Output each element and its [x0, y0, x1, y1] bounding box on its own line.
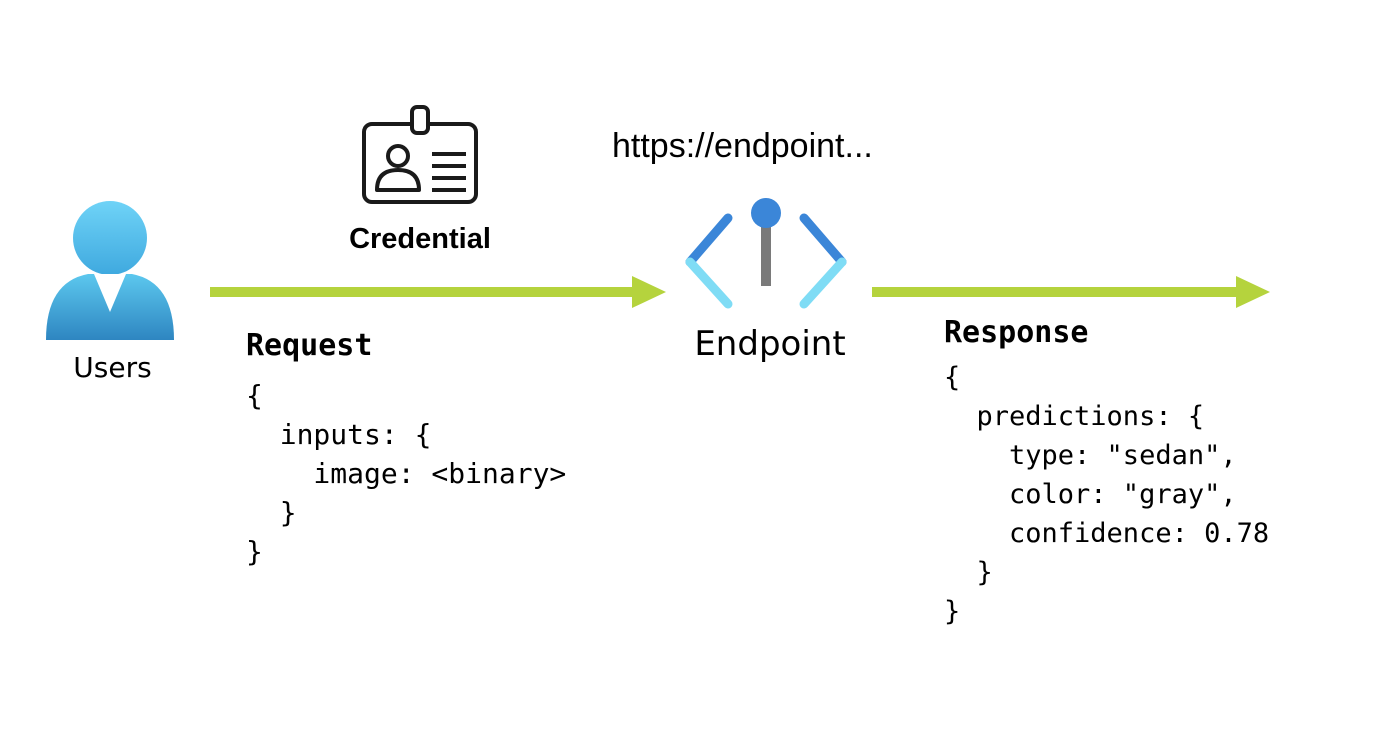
id-badge-icon [358, 104, 482, 206]
credential-label: Credential [349, 223, 491, 255]
users-label: Users [73, 351, 152, 384]
request-title: Request [246, 328, 373, 363]
endpoint-icon [682, 196, 850, 314]
request-code: { inputs: { image: <binary> } } [246, 379, 567, 568]
endpoint-label: Endpoint [694, 324, 846, 364]
response-arrow [872, 276, 1270, 308]
user-icon [40, 200, 180, 350]
response-title: Response [944, 315, 1089, 350]
endpoint-url: https://endpoint... [612, 127, 873, 165]
response-code: { predictions: { type: "sedan", color: "… [944, 362, 1270, 627]
request-arrow [210, 276, 666, 308]
